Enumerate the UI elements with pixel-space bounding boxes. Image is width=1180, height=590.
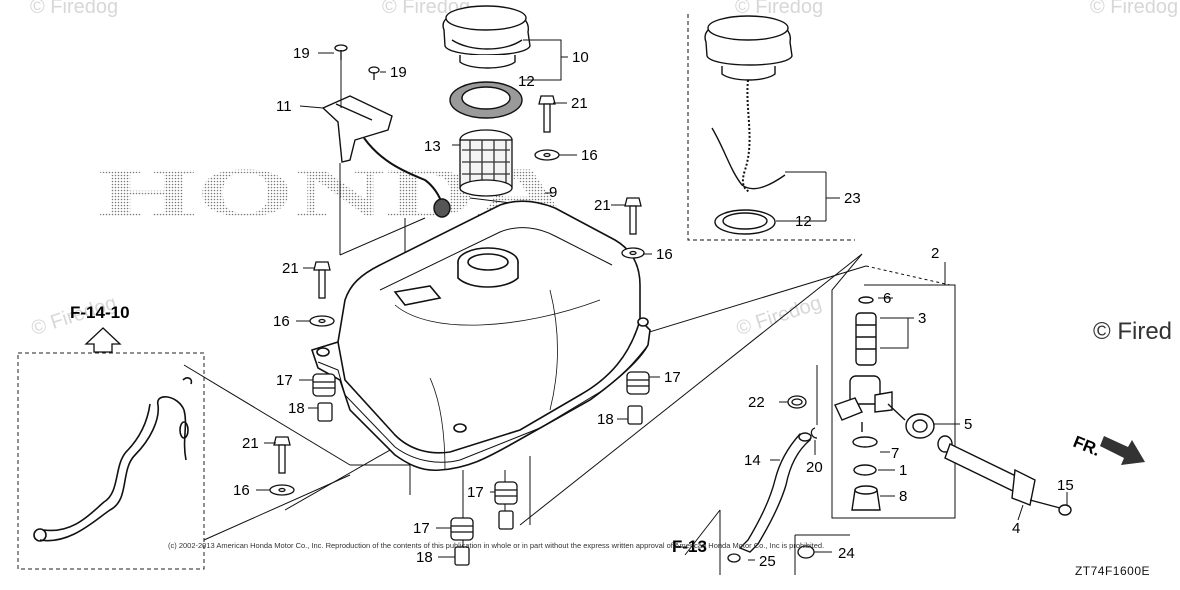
fuel-hose [738, 432, 812, 553]
callout-21: 21 [571, 95, 588, 112]
ref-fr: FR. [1071, 432, 1104, 460]
hose-clip [727, 395, 818, 563]
callout-24: 24 [838, 545, 855, 562]
fuel-tank [310, 200, 651, 472]
callout-12: 12 [518, 73, 535, 90]
callout-17: 17 [276, 372, 293, 389]
inset-box-top [687, 14, 855, 241]
side-watermark: © Fired [1093, 318, 1173, 345]
fuel-valve-assembly [831, 253, 956, 519]
callout-14: 14 [744, 452, 761, 469]
ref-f-14-10: F-14-10 [70, 303, 130, 322]
callout-10: 10 [572, 49, 589, 66]
bolt [273, 95, 642, 474]
cap-gasket [449, 81, 523, 119]
washer [269, 149, 645, 496]
callout-7: 7 [891, 445, 899, 462]
fuel-gauge [321, 95, 451, 218]
tube-assembly [33, 377, 193, 542]
callout-17: 17 [467, 484, 484, 501]
diagram-code: ZT74F1600E [1074, 564, 1150, 578]
up-arrow [84, 327, 122, 353]
front-direction-arrow: FR. [1071, 432, 1145, 465]
fuel-tube-joint [937, 435, 1072, 516]
fuel-strainer [459, 129, 513, 197]
watermark: © Firedog [1090, 0, 1179, 18]
callout-5: 5 [964, 416, 972, 433]
callout-numbers: 10 12 21 13 16 9 19 19 11 21 16 21 16 17… [233, 45, 1074, 570]
callout-21: 21 [594, 197, 611, 214]
callout-21: 21 [242, 435, 259, 452]
callout-17: 17 [664, 369, 681, 386]
fuel-cap [442, 5, 531, 69]
inset-box-left [17, 352, 205, 570]
watermark: © Firedog [735, 0, 824, 18]
callout-25: 25 [759, 553, 776, 570]
watermark: © Firedog [30, 0, 119, 18]
callout-18: 18 [416, 549, 433, 566]
callout-16: 16 [581, 147, 598, 164]
valve-seal [887, 403, 935, 439]
callout-16: 16 [273, 313, 290, 330]
callout-16: 16 [656, 246, 673, 263]
callout-19: 19 [293, 45, 310, 62]
fuel-valve [834, 296, 893, 511]
callout-15: 15 [1057, 477, 1074, 494]
callout-19: 19 [390, 64, 407, 81]
callout-23: 23 [844, 190, 861, 207]
callout-9: 9 [549, 184, 557, 201]
callout-18: 18 [597, 411, 614, 428]
callout-13: 13 [424, 138, 441, 155]
screw [334, 44, 380, 80]
callout-8: 8 [899, 488, 907, 505]
callout-18: 18 [288, 400, 305, 417]
leader-lines [684, 365, 850, 575]
ref-f-13: F-13 [672, 537, 707, 556]
callout-lines [256, 39, 1068, 561]
copyright-notice: (c) 2002-2013 American Honda Motor Co., … [168, 541, 825, 550]
callout-11: 11 [276, 98, 292, 115]
callout-6: 6 [883, 290, 891, 307]
callout-17: 17 [413, 520, 430, 537]
callout-1: 1 [899, 462, 907, 479]
callout-20: 20 [806, 459, 823, 476]
chain-fuel-cap [704, 15, 793, 235]
callout-21: 21 [282, 260, 299, 277]
callout-3: 3 [918, 310, 926, 327]
callout-4: 4 [1012, 520, 1020, 537]
rubber-mount [312, 371, 650, 541]
callout-12: 12 [795, 213, 812, 230]
callout-2: 2 [931, 245, 939, 262]
collar [317, 402, 643, 566]
callout-22: 22 [748, 394, 765, 411]
callout-16: 16 [233, 482, 250, 499]
